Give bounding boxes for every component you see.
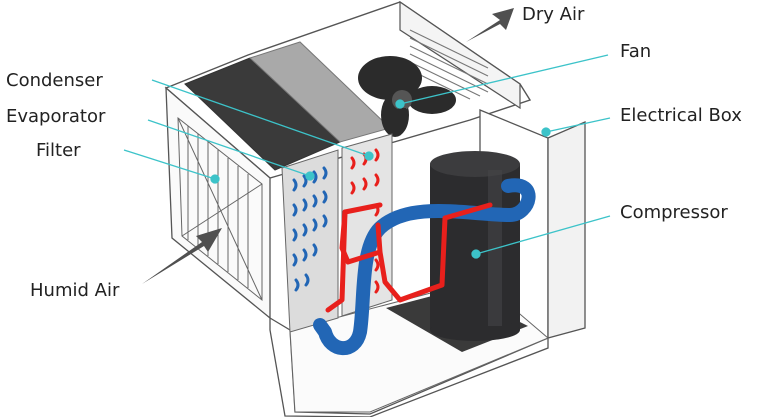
evaporator-label: Evaporator [6,106,106,127]
housing-back-wall [399,0,521,110]
fan-label: Fan [620,41,652,62]
evaporator-panel [281,149,339,333]
hot-refrigerant-pipes [325,202,493,313]
dry-air-label: Dry Air [522,4,585,25]
condenser-label: Condenser [6,70,103,91]
humid-air-label: Humid Air [30,280,120,301]
dry-air-arrow [466,8,514,42]
evaporator-coil-marks [292,166,328,292]
filter-label: Filter [36,140,81,161]
humid-air-arrow [142,228,222,284]
filter-grid [177,116,263,302]
electrical-box-label: Electrical Box [620,105,742,126]
compressor-label: Compressor [620,202,728,223]
leader-lines [123,54,611,259]
electrical-box-side [547,121,586,339]
